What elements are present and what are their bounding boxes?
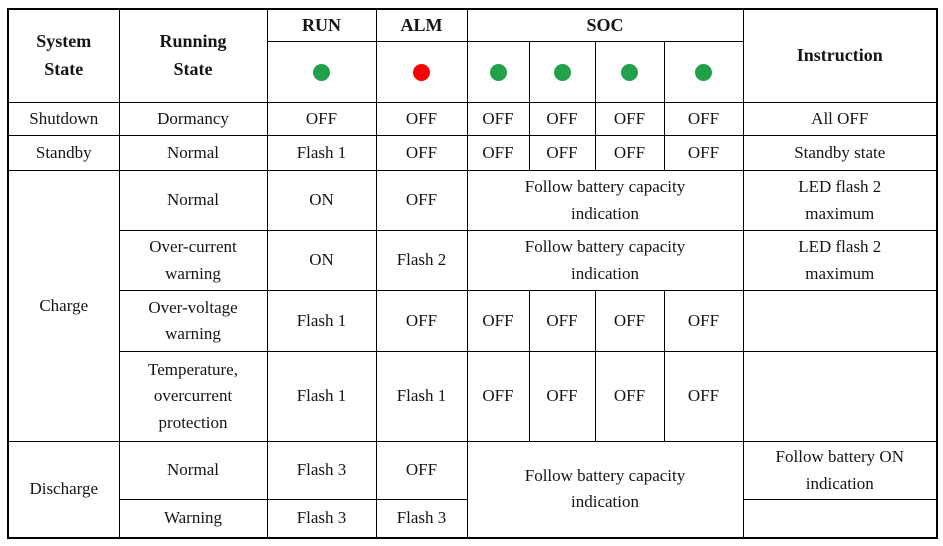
header-run: RUN xyxy=(266,8,377,43)
cell-charge-overvoltage-soc3: OFF xyxy=(594,290,665,352)
cell-charge-overcurrent-run: ON xyxy=(266,230,377,291)
cell-discharge-normal-instruction: Follow battery ON indication xyxy=(742,441,938,500)
cell-charge-temperature-soc4: OFF xyxy=(663,351,744,442)
cell-shutdown-soc2: OFF xyxy=(528,102,596,136)
row-discharge-normal: Discharge Normal Flash 3 OFF Follow batt… xyxy=(7,441,938,538)
soc1-led-cell xyxy=(466,41,530,103)
cell-discharge-warning-running: Warning xyxy=(118,499,268,538)
cell-charge-overcurrent-soc: Follow battery capacity indication xyxy=(466,230,744,291)
cell-standby-soc2: OFF xyxy=(528,135,596,171)
cell-discharge-soc: Follow battery capacity indication xyxy=(466,441,744,538)
cell-charge-normal-instruction: LED flash 2 maximum xyxy=(742,170,938,231)
cell-charge-overvoltage-run: Flash 1 xyxy=(266,290,377,352)
soc1-green-led-icon xyxy=(489,64,507,82)
cell-charge-temperature-alm: Flash 1 xyxy=(375,351,468,442)
cell-standby-soc1: OFF xyxy=(466,135,530,171)
cell-charge-normal-soc: Follow battery capacity indication xyxy=(466,170,744,231)
soc4-led-cell xyxy=(663,41,744,103)
cell-discharge-normal-running: Normal xyxy=(118,441,268,500)
row-shutdown: Shutdown Dormancy OFF OFF OFF OFF OFF OF… xyxy=(7,102,938,136)
cell-standby-alm: OFF xyxy=(375,135,468,171)
header-row-labels: System State Running State RUN ALM SOC I… xyxy=(7,8,938,103)
soc2-green-led-icon xyxy=(553,64,571,82)
cell-charge-normal-run: ON xyxy=(266,170,377,231)
cell-charge-overvoltage-soc1: OFF xyxy=(466,290,530,352)
soc2-led-cell xyxy=(528,41,596,103)
header-alm: ALM xyxy=(375,8,468,43)
cell-standby-running: Normal xyxy=(118,135,268,171)
header-instruction: Instruction xyxy=(742,8,938,103)
soc3-led-cell xyxy=(594,41,665,103)
row-discharge-warning: Warning Flash 3 Flash 3 xyxy=(8,499,938,538)
cell-discharge-normal-alm: OFF xyxy=(375,441,468,500)
run-green-led-icon xyxy=(313,64,330,82)
cell-shutdown-alm: OFF xyxy=(375,102,468,136)
cell-shutdown-soc1: OFF xyxy=(466,102,530,136)
soc4-green-led-icon xyxy=(695,64,712,82)
cell-shutdown-instruction: All OFF xyxy=(742,102,938,136)
cell-charge-normal-running: Normal xyxy=(118,170,268,231)
cell-shutdown-soc3: OFF xyxy=(594,102,665,136)
header-running-state: Running State xyxy=(118,8,268,103)
cell-shutdown-run: OFF xyxy=(266,102,377,136)
header-row-leds xyxy=(8,41,937,103)
cell-charge-overvoltage-soc2: OFF xyxy=(528,290,596,352)
header-system-state: System State xyxy=(7,8,120,103)
cell-charge-temperature-soc2: OFF xyxy=(528,351,596,442)
cell-charge-temperature-instruction xyxy=(742,351,938,442)
cell-charge-overvoltage-instruction xyxy=(742,290,938,352)
cell-charge-temperature-run: Flash 1 xyxy=(266,351,377,442)
cell-shutdown-soc4: OFF xyxy=(663,102,744,136)
row-charge-overvoltage: Over-voltage warning Flash 1 OFF OFF OFF… xyxy=(8,290,938,352)
cell-charge-temperature-running: Temperature, overcurrent protection xyxy=(118,351,268,442)
cell-charge-overcurrent-running: Over-current warning xyxy=(118,230,268,291)
cell-shutdown-running: Dormancy xyxy=(118,102,268,136)
cell-charge-overvoltage-running: Over-voltage warning xyxy=(118,290,268,352)
soc3-green-led-icon xyxy=(621,64,638,82)
cell-discharge-warning-alm: Flash 3 xyxy=(375,499,468,538)
cell-charge-group: Charge xyxy=(7,170,120,442)
row-standby: Standby Normal Flash 1 OFF OFF OFF OFF O… xyxy=(7,135,938,171)
cell-charge-overcurrent-alm: Flash 2 xyxy=(375,230,468,291)
cell-discharge-warning-instruction xyxy=(742,499,938,538)
row-charge-overcurrent: Over-current warning ON Flash 2 Follow b… xyxy=(8,230,938,291)
row-charge-normal: Charge Normal ON OFF Follow battery capa… xyxy=(7,170,938,442)
cell-charge-overvoltage-alm: OFF xyxy=(375,290,468,352)
cell-standby-instruction: Standby state xyxy=(742,135,938,171)
cell-charge-temperature-soc1: OFF xyxy=(466,351,530,442)
cell-charge-temperature-soc3: OFF xyxy=(594,351,665,442)
row-charge-temperature: Temperature, overcurrent protection Flas… xyxy=(8,351,938,442)
cell-discharge-normal-run: Flash 3 xyxy=(266,441,377,500)
cell-standby-system: Standby xyxy=(7,135,120,171)
header-soc: SOC xyxy=(466,8,744,43)
cell-charge-overvoltage-soc4: OFF xyxy=(663,290,744,352)
cell-charge-normal-alm: OFF xyxy=(375,170,468,231)
cell-standby-run: Flash 1 xyxy=(266,135,377,171)
alm-led-cell xyxy=(375,41,468,103)
cell-standby-soc3: OFF xyxy=(594,135,665,171)
led-indicator-table: System State Running State RUN ALM SOC I… xyxy=(7,8,939,539)
cell-shutdown-system: Shutdown xyxy=(7,102,120,136)
cell-discharge-group: Discharge xyxy=(7,441,120,538)
cell-charge-overcurrent-instruction: LED flash 2 maximum xyxy=(742,230,938,291)
cell-discharge-warning-run: Flash 3 xyxy=(266,499,377,538)
cell-standby-soc4: OFF xyxy=(663,135,744,171)
alm-red-led-icon xyxy=(413,64,430,82)
run-led-cell xyxy=(266,41,377,103)
